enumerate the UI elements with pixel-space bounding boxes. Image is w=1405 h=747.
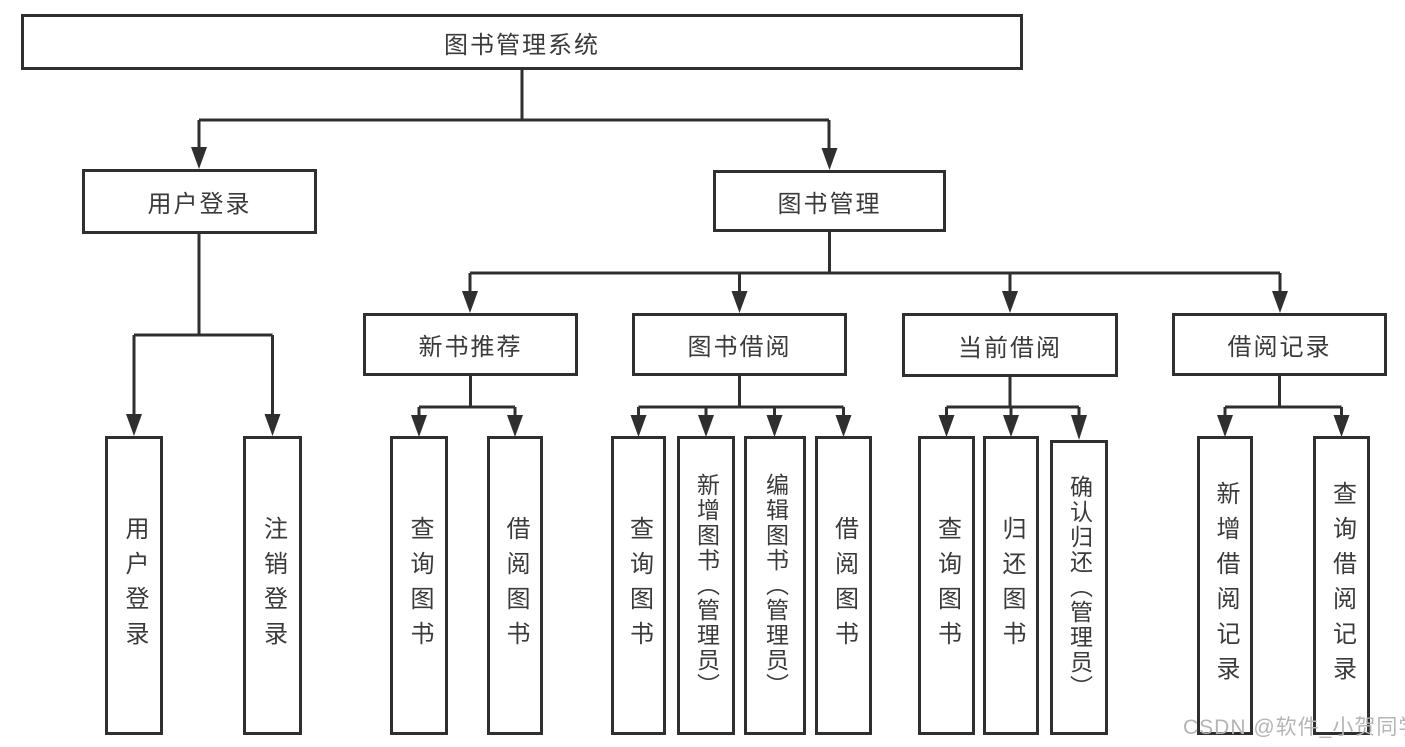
leaf-borrow-book-1: 借阅图书 [487, 436, 543, 735]
node-root-system: 图书管理系统 [21, 14, 1023, 70]
leaf-edit-book-admin: 编辑图书（管理员） [744, 436, 806, 735]
leaf-query-book-1: 查询图书 [390, 436, 448, 735]
node-root-label: 图书管理系统 [444, 31, 600, 59]
leaf-borrow-book-1-label: 借阅图书 [502, 515, 529, 656]
leaf-query-book-3: 查询图书 [918, 436, 975, 735]
leaf-query-book-3-label: 查询图书 [933, 515, 961, 656]
csdn-watermark: CSDN @软件_小贺同学 [1183, 716, 1405, 739]
leaf-add-borrow-record: 新增借阅记录 [1197, 436, 1253, 735]
node-current-borrow-label: 当前借阅 [958, 334, 1062, 362]
node-current-borrow: 当前借阅 [902, 313, 1118, 377]
leaf-query-book-1-label: 查询图书 [406, 515, 433, 656]
leaf-query-book-2: 查询图书 [611, 436, 666, 735]
node-book-borrow-label: 图书借阅 [687, 334, 792, 361]
node-user-login-label: 用户登录 [147, 191, 252, 218]
node-book-borrow: 图书借阅 [632, 313, 847, 376]
leaf-add-book-admin-label: 新增图书（管理员） [693, 473, 720, 698]
leaf-edit-book-admin-label: 编辑图书（管理员） [762, 473, 789, 698]
node-new-book-recommend-label: 新书推荐 [418, 334, 523, 361]
node-book-management: 图书管理 [713, 170, 946, 232]
leaf-return-book-label: 归还图书 [998, 515, 1025, 656]
leaf-logout: 注销登录 [243, 436, 302, 735]
leaf-confirm-return-admin: 确认归还（管理员） [1050, 440, 1108, 735]
leaf-add-book-admin: 新增图书（管理员） [677, 436, 735, 735]
leaf-return-book: 归还图书 [983, 436, 1039, 735]
leaf-query-borrow-record: 查询借阅记录 [1313, 436, 1370, 735]
leaf-borrow-book-2: 借阅图书 [815, 436, 872, 735]
leaf-user-login: 用户登录 [105, 436, 163, 735]
node-borrow-record-label: 借阅记录 [1227, 334, 1332, 361]
node-user-login: 用户登录 [82, 169, 317, 234]
node-borrow-record: 借阅记录 [1172, 313, 1387, 376]
leaf-add-borrow-record-label: 新增借阅记录 [1212, 480, 1239, 691]
leaf-borrow-book-2-label: 借阅图书 [830, 515, 858, 656]
leaf-user-login-label: 用户登录 [121, 515, 148, 656]
node-book-management-label: 图书管理 [777, 190, 882, 218]
node-new-book-recommend: 新书推荐 [363, 313, 578, 376]
leaf-query-borrow-record-label: 查询借阅记录 [1328, 480, 1356, 691]
leaf-logout-label: 注销登录 [259, 515, 287, 656]
leaf-confirm-return-admin-label: 确认归还（管理员） [1066, 475, 1093, 700]
leaf-query-book-2-label: 查询图书 [625, 515, 653, 656]
